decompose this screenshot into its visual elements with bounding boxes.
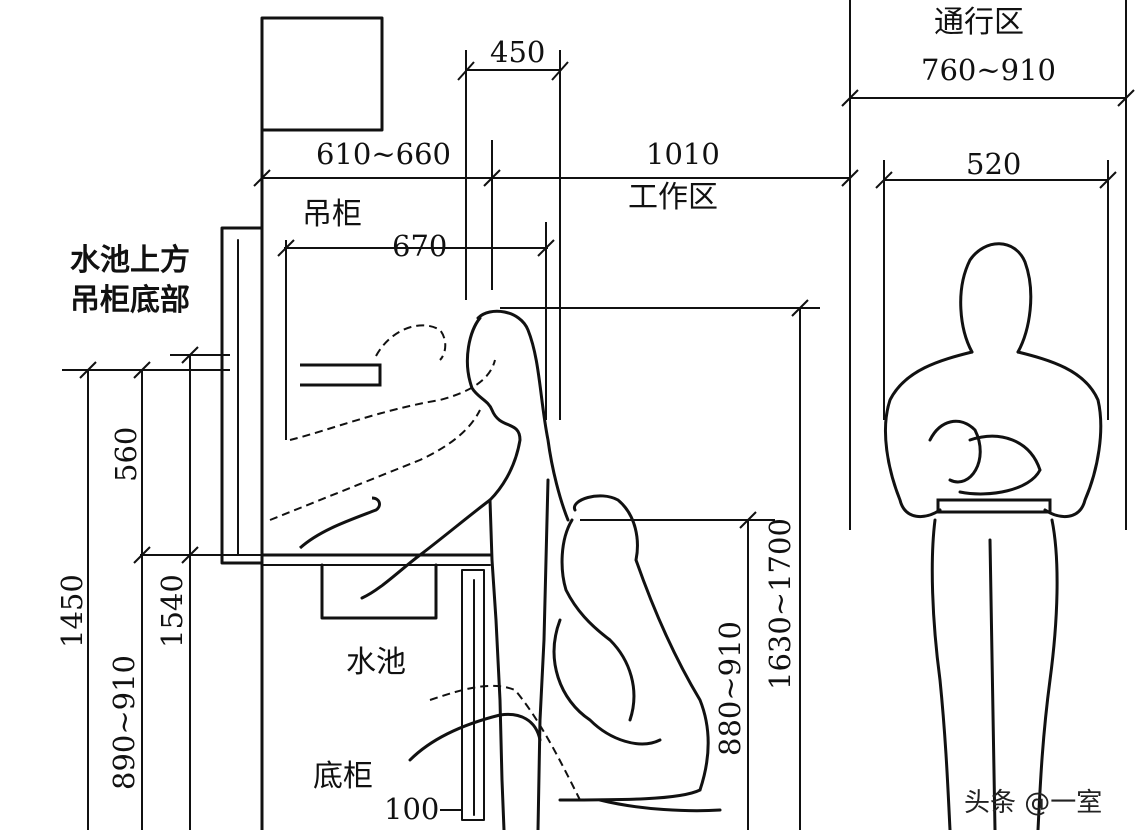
crouching-figure — [408, 494, 722, 813]
dim-1450: 1450 — [55, 574, 89, 648]
dimension-lines — [62, 0, 1135, 830]
wall-cab-hand — [298, 363, 382, 550]
dim-610-660: 610~660 — [316, 137, 452, 171]
dim-520: 520 — [966, 147, 1022, 181]
passage-width-dim: 760~910 — [921, 53, 1057, 87]
base-cabinet-label: 底柜 — [313, 759, 373, 794]
dim-1010: 1010 — [646, 137, 720, 171]
dim-100: 100 — [384, 792, 440, 826]
sink-upper-cab-bottom-line2: 吊柜底部 — [70, 283, 190, 318]
upper-wall-box — [260, 16, 384, 132]
work-zone-label: 工作区 — [628, 180, 718, 215]
sink-label: 水池 — [346, 645, 406, 680]
wall-cabinet — [220, 226, 264, 565]
sink-basin — [320, 563, 438, 620]
dim-1630-1700: 1630~1700 — [763, 518, 797, 690]
dim-890-910: 890~910 — [107, 654, 141, 790]
watermark: 头条 @一室 — [964, 788, 1103, 818]
dim-560: 560 — [109, 426, 143, 482]
dim-670: 670 — [392, 229, 448, 263]
passage-zone-label: 通行区 — [934, 5, 1024, 40]
base-cabinet-door — [461, 569, 485, 821]
passing-person-figure — [884, 242, 1103, 830]
dim-450: 450 — [490, 35, 546, 69]
reach-arc-dashed — [269, 324, 581, 801]
dim-880-910: 880~910 — [713, 620, 747, 756]
wall-cabinet-label: 吊柜 — [302, 197, 362, 232]
sink-upper-cab-bottom-line1: 水池上方 — [70, 243, 190, 278]
dim-1540: 1540 — [155, 574, 189, 648]
